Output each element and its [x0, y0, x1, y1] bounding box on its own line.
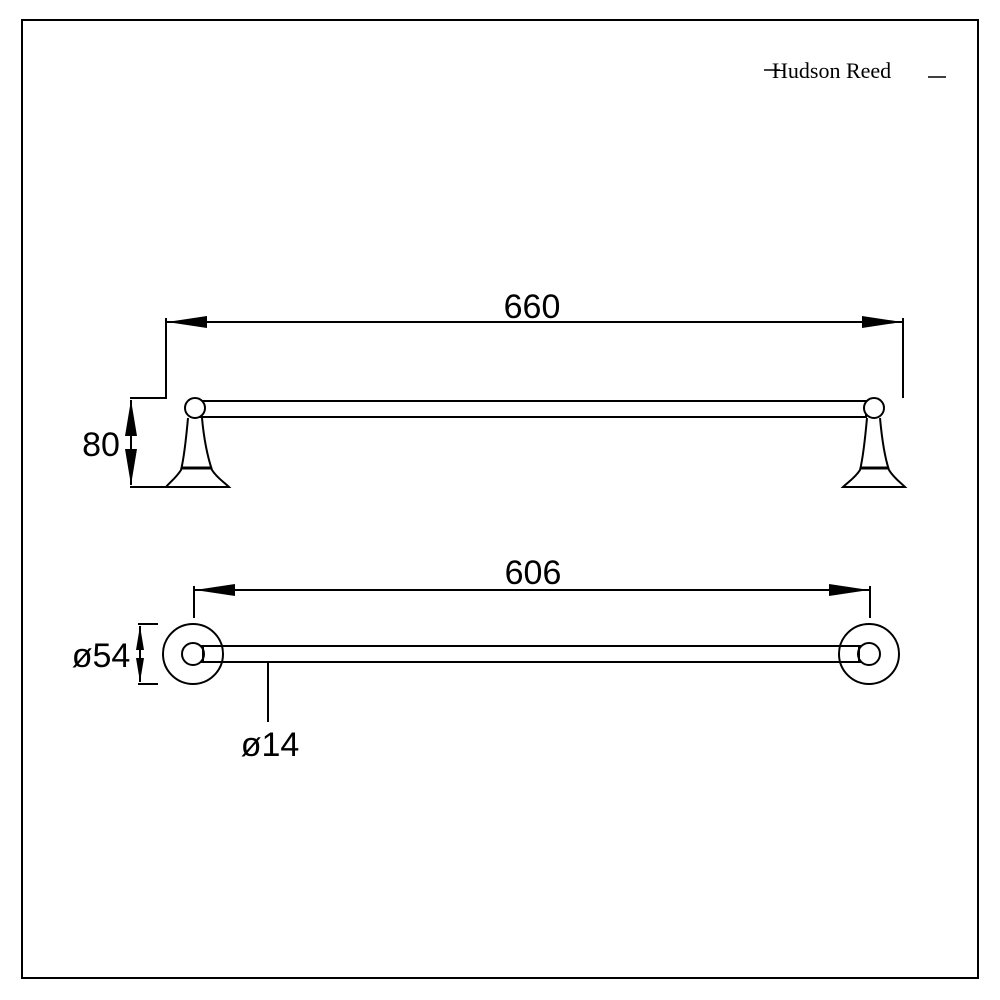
- left-rosette: [162, 623, 224, 685]
- side-view: [125, 316, 908, 488]
- dimension-label-660: 660: [504, 288, 561, 326]
- right-rosette: [838, 623, 900, 685]
- left-bracket-side: [163, 397, 232, 488]
- top-view: [136, 584, 900, 722]
- towel-bar-side: [199, 400, 867, 418]
- right-bracket-side: [840, 397, 908, 488]
- drawing-frame: [21, 19, 979, 979]
- hudson-reed-logo: Hudson Reed: [764, 58, 946, 83]
- dimension-label-80: 80: [82, 426, 120, 464]
- logo-text: Hudson Reed: [772, 58, 891, 83]
- dimension-label-54: ø54: [72, 637, 131, 675]
- extension-line-left: [130, 318, 167, 399]
- towel-bar-top: [201, 645, 865, 663]
- dimension-label-606: 606: [505, 554, 562, 592]
- dimension-label-14: ø14: [241, 726, 300, 764]
